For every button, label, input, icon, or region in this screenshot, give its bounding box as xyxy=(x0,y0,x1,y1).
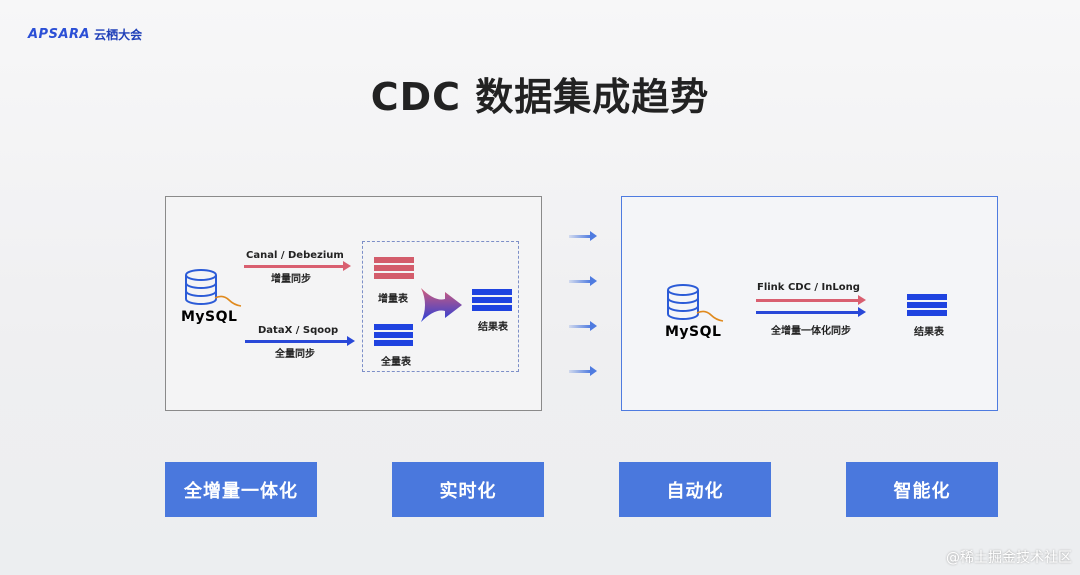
traditional-panel xyxy=(165,196,542,411)
slide-title: CDC 数据集成趋势 xyxy=(370,75,710,119)
flink-blue-arrow xyxy=(756,307,866,317)
mysql-label: MySQL xyxy=(181,309,238,325)
full-arrow xyxy=(245,336,355,346)
feature-unified: 全增量一体化 xyxy=(165,462,317,517)
transition-arrow-4 xyxy=(569,366,597,376)
transition-arrow-1 xyxy=(569,231,597,241)
logo-cn: 云栖大会 xyxy=(94,28,143,42)
mysql-source-left: MySQL xyxy=(181,268,251,334)
bottom-tool-label: DataX / Sqoop xyxy=(258,325,339,336)
feature-intelligence: 智能化 xyxy=(846,462,998,517)
transition-arrow-2 xyxy=(569,276,597,286)
feature-automation: 自动化 xyxy=(619,462,771,517)
mysql-label: MySQL xyxy=(665,324,722,340)
full-table-icon xyxy=(374,324,413,346)
flink-caption: 全增量一体化同步 xyxy=(771,326,851,337)
mysql-source-right: MySQL xyxy=(665,283,735,349)
incremental-table-label: 增量表 xyxy=(378,294,408,305)
bottom-caption: 全量同步 xyxy=(275,349,315,360)
flink-red-arrow xyxy=(756,295,866,305)
feature-realtime: 实时化 xyxy=(392,462,544,517)
merge-region xyxy=(362,241,519,372)
result-table-label-right: 结果表 xyxy=(914,327,944,338)
flink-tool-label: Flink CDC / InLong xyxy=(757,282,860,293)
incremental-table-icon xyxy=(374,257,414,279)
top-caption: 增量同步 xyxy=(271,274,311,285)
database-icon xyxy=(185,269,242,307)
merge-funnel-icon xyxy=(421,288,462,322)
result-table-icon-right xyxy=(907,294,947,316)
incremental-arrow xyxy=(244,261,351,271)
apsara-logo: APSARA 云栖大会 xyxy=(28,26,142,43)
result-table-icon-left xyxy=(472,289,512,311)
top-tool-label: Canal / Debezium xyxy=(246,250,344,261)
logo-brand: APSARA xyxy=(28,27,91,42)
full-table-label: 全量表 xyxy=(381,357,411,368)
watermark: @稀土掘金技术社区 xyxy=(946,550,1072,566)
database-icon xyxy=(667,284,724,322)
transition-arrow-3 xyxy=(569,321,597,331)
result-table-label-left: 结果表 xyxy=(478,322,508,333)
